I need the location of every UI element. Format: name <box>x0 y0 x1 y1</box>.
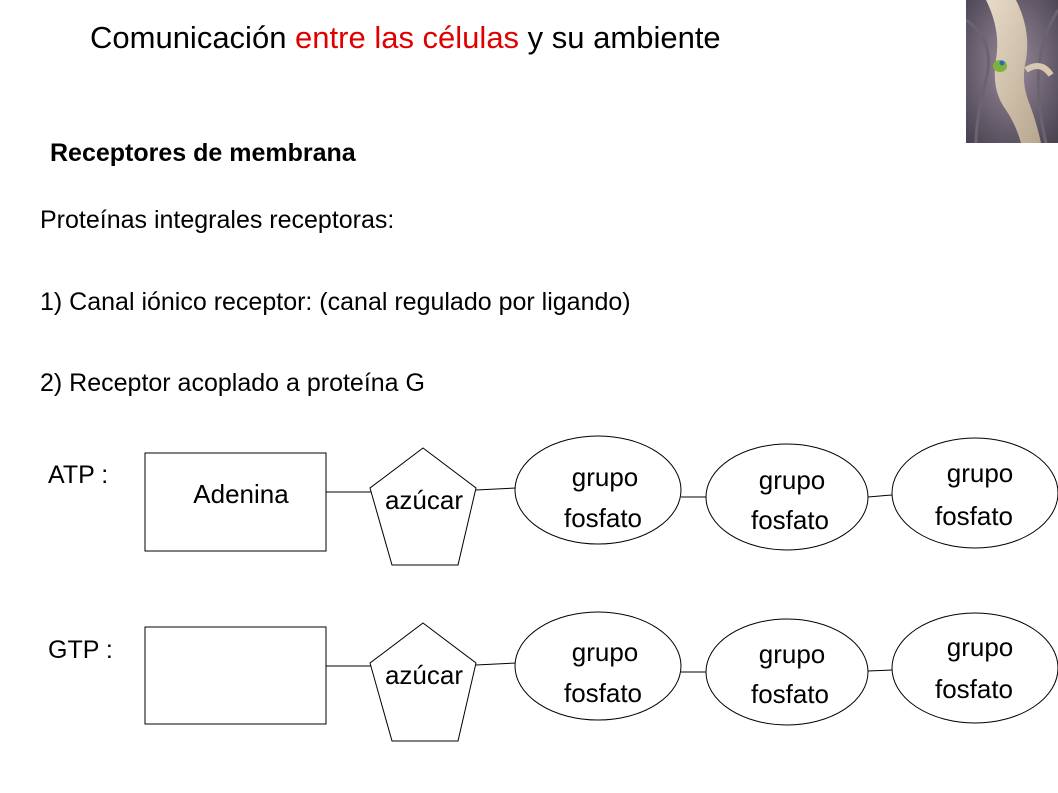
body-line-3: 2) Receptor acoplado a proteína G <box>40 369 425 397</box>
gtp-phosphate-1 <box>514 611 682 721</box>
gtp-sugar-pentagon <box>369 622 477 742</box>
atp-phosphate-3-line1: grupo <box>947 458 1014 488</box>
atp-base-label: Adenina <box>193 479 289 509</box>
atp-phosphate-2-line2: fosfato <box>751 505 829 535</box>
atp-base-box <box>144 452 327 552</box>
title-part-3: y su ambiente <box>519 20 721 55</box>
atp-label: ATP : <box>48 461 109 489</box>
atp-bond-sugar-p1 <box>475 487 517 491</box>
atp-phosphate-2-line1: grupo <box>759 465 826 495</box>
body-line-1: Proteínas integrales receptoras: <box>40 206 395 234</box>
gtp-phosphate-2-line2: fosfato <box>751 679 829 709</box>
gtp-phosphate-3 <box>891 612 1058 724</box>
gtp-label: GTP : <box>48 636 113 664</box>
atp-sugar-pentagon <box>369 447 477 566</box>
atp-phosphate-3 <box>891 437 1058 549</box>
atp-sugar-label: azúcar <box>385 485 463 515</box>
gtp-phosphate-1-line1: grupo <box>572 637 639 667</box>
title-highlight: entre las células <box>295 20 520 55</box>
body-line-2: 1) Canal iónico receptor: (canal regulad… <box>40 288 631 316</box>
atp-molecule: Adenina azúcar grupo fosfato grupo fosfa… <box>144 435 1058 566</box>
section-subtitle: Receptores de membrana <box>50 139 356 167</box>
gtp-bond-sugar-p1 <box>475 662 517 666</box>
gtp-bond-p2-p3 <box>867 669 893 672</box>
atp-phosphate-1-line2: fosfato <box>564 503 642 533</box>
gtp-phosphate-1-line2: fosfato <box>564 678 642 708</box>
atp-phosphate-2 <box>705 443 869 551</box>
page-title: Comunicación entre las células y su ambi… <box>90 20 721 56</box>
gtp-phosphate-3-line1: grupo <box>947 632 1014 662</box>
gtp-base-box <box>144 626 327 725</box>
gtp-molecule: azúcar grupo fosfato grupo fosfato grupo… <box>144 611 1058 742</box>
gtp-phosphate-2 <box>705 618 869 726</box>
atp-bond-p2-p3 <box>867 494 893 498</box>
neuron-image <box>966 0 1058 143</box>
atp-phosphate-3-line2: fosfato <box>935 501 1013 531</box>
atp-phosphate-1 <box>514 435 682 545</box>
atp-phosphate-1-line1: grupo <box>572 462 639 492</box>
gtp-phosphate-2-line1: grupo <box>759 639 826 669</box>
gtp-phosphate-3-line2: fosfato <box>935 674 1013 704</box>
title-part-1: Comunicación <box>90 20 296 55</box>
gtp-sugar-label: azúcar <box>385 660 463 690</box>
